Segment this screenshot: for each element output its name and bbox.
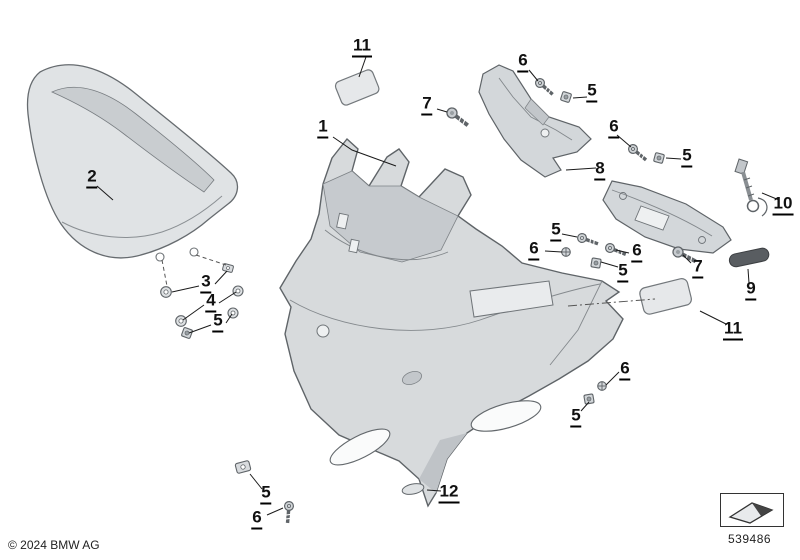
callout-label[interactable]: 8	[594, 160, 606, 181]
nut-icon	[583, 393, 595, 405]
copyright-text: © 2024 BMW AG	[8, 538, 100, 552]
washer-icon	[227, 307, 239, 319]
callout-label[interactable]: 5	[550, 221, 562, 242]
callout-label[interactable]: 2	[86, 168, 98, 189]
part-rubber-sleeve	[728, 247, 770, 268]
assembly-guide-lines	[161, 254, 656, 307]
nut-icon	[181, 327, 193, 339]
nut-icon	[560, 91, 572, 103]
callout-label[interactable]: 4	[205, 292, 217, 313]
washer-icon	[175, 315, 187, 327]
nut-icon	[590, 257, 602, 269]
callout-label[interactable]: 5	[570, 407, 582, 428]
callout-label[interactable]: 11	[723, 320, 743, 341]
screw-icon	[576, 232, 599, 246]
clip-icon	[222, 263, 234, 273]
callout-label[interactable]: 6	[517, 52, 529, 73]
callout-label[interactable]: 5	[586, 82, 598, 103]
schematic-logo	[720, 493, 784, 527]
callout-label[interactable]: 5	[260, 484, 272, 505]
rivet-icon	[561, 247, 571, 257]
washer-icon	[160, 286, 172, 298]
callout-label[interactable]: 11	[352, 37, 372, 58]
clip-icon	[234, 460, 252, 474]
callout-label[interactable]: 3	[200, 273, 212, 294]
callout-label[interactable]: 7	[421, 95, 433, 116]
screw-icon	[534, 77, 554, 96]
callout-label[interactable]: 9	[745, 280, 757, 301]
callout-label[interactable]: 1	[317, 118, 329, 139]
callout-label[interactable]: 6	[619, 360, 631, 381]
bolt-icon	[446, 107, 469, 127]
part-windscreen-cowl	[26, 64, 239, 262]
callout-label[interactable]: 6	[631, 242, 643, 263]
rivet-icon	[597, 381, 607, 391]
part-pad-top	[334, 69, 380, 106]
callout-label[interactable]: 6	[251, 509, 263, 530]
callout-label[interactable]: 5	[617, 262, 629, 283]
screw-icon	[604, 242, 627, 257]
callout-label[interactable]: 5	[681, 147, 693, 168]
callout-label[interactable]: 6	[608, 118, 620, 139]
callout-label[interactable]: 10	[772, 195, 794, 216]
callout-label[interactable]: 6	[528, 240, 540, 261]
part-tether-bolt	[734, 158, 768, 217]
washer-icon	[232, 285, 244, 297]
part-pad-bottom	[401, 483, 425, 495]
part-main-fairing	[279, 137, 624, 508]
screw-icon	[283, 500, 295, 524]
bmw-schematic-logo-icon	[728, 502, 774, 524]
part-pad-right	[639, 278, 692, 315]
part-bracket-right	[602, 180, 732, 254]
callout-label[interactable]: 5	[212, 312, 224, 333]
callout-label[interactable]: 7	[692, 258, 704, 279]
bolt-icon	[672, 246, 697, 264]
nut-icon	[653, 152, 665, 164]
part-bracket-upper	[478, 64, 592, 178]
callout-label[interactable]: 12	[438, 483, 460, 504]
diagram-number: 539486	[728, 532, 772, 546]
